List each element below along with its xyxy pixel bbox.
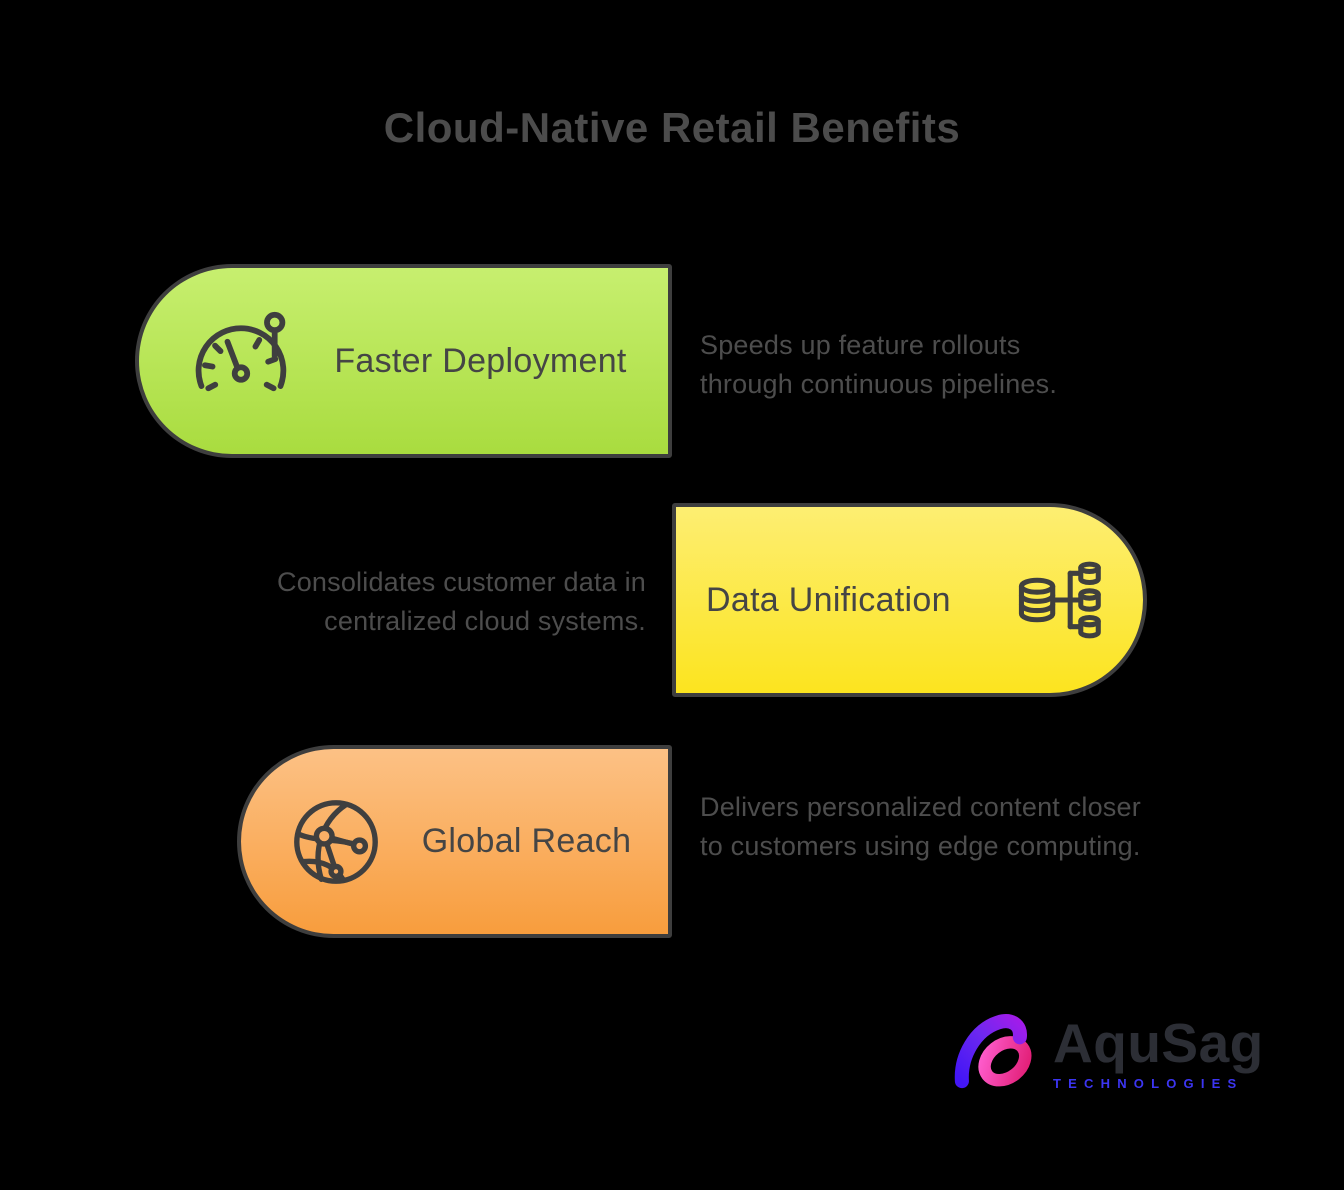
benefit-description-data-unification: Consolidates customer data in centralize… bbox=[277, 567, 646, 636]
benefit-card-label: Data Unification bbox=[706, 580, 951, 619]
globe-network-icon bbox=[287, 793, 385, 891]
aqusag-logo-mark-icon bbox=[952, 1012, 1038, 1094]
benefit-card-global-reach: Global Reach bbox=[237, 745, 672, 938]
page-title: Cloud-Native Retail Benefits bbox=[383, 104, 961, 151]
benefit-card-label: Faster Deployment bbox=[334, 341, 627, 380]
benefit-card-label: Global Reach bbox=[421, 822, 632, 860]
database-tree-icon bbox=[1015, 558, 1107, 642]
brand-name: AquSag bbox=[1053, 1011, 1264, 1074]
speedometer-icon bbox=[187, 308, 293, 414]
brand-logo: AquSag TECHNOLOGIES bbox=[952, 1012, 1264, 1094]
brand-text: AquSag TECHNOLOGIES bbox=[1053, 1015, 1264, 1091]
benefit-description-global-reach: Delivers personalized content closer to … bbox=[700, 792, 1141, 861]
benefit-card-data-unification: Data Unification bbox=[672, 503, 1147, 697]
brand-tagline: TECHNOLOGIES bbox=[1053, 1076, 1244, 1092]
benefit-card-faster-deployment: Faster Deployment bbox=[135, 264, 672, 458]
benefit-description-faster-deployment: Speeds up feature rollouts through conti… bbox=[700, 330, 1058, 399]
